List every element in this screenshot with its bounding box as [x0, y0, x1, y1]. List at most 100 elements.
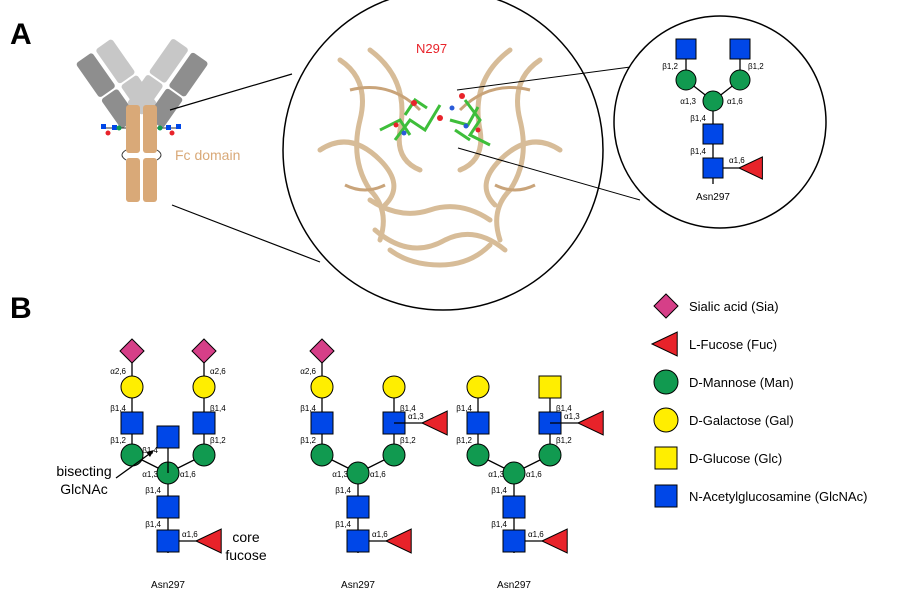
- glcnac-icon: [729, 38, 751, 60]
- fucose-icon: [420, 410, 448, 436]
- nacetylglucosamine-legend-icon: [654, 484, 678, 508]
- fucose-icon: [540, 528, 568, 554]
- fc-structure-image: [282, 0, 604, 311]
- mannose-icon: [346, 461, 370, 485]
- dmannose-legend-icon: [653, 369, 679, 395]
- link-label: α1,3: [564, 412, 580, 421]
- link-label: β1,4: [110, 404, 126, 413]
- link-label: β1,4: [456, 404, 472, 413]
- sialic-acid-icon: [191, 338, 217, 364]
- link-label: β1,2: [748, 62, 764, 71]
- link-label: β1,4: [491, 486, 507, 495]
- fucose-icon: [737, 156, 763, 180]
- bisecting-arrow: [115, 451, 153, 479]
- link-label: α2,6: [110, 367, 126, 376]
- zoom-line-glycan-top: [456, 65, 639, 91]
- link-label: β1,4: [335, 520, 351, 529]
- link-label: α1,6: [182, 530, 198, 539]
- link-label: α1,3: [408, 412, 424, 421]
- antibody-icon: [76, 39, 208, 202]
- glcnac-icon: [156, 529, 180, 553]
- legend-label: L-Fucose (Fuc): [689, 337, 777, 352]
- asn-label: Asn297: [341, 580, 375, 590]
- galactose-icon: [120, 375, 144, 399]
- galactose-icon: [382, 375, 406, 399]
- link-label: β1,2: [110, 436, 126, 445]
- core-label-line1: core: [232, 529, 259, 545]
- panel-a-letter: A: [10, 18, 32, 51]
- bisecting-label-line2: GlcNAc: [60, 481, 107, 497]
- mannose-icon: [466, 443, 490, 467]
- glcnac-icon: [702, 157, 724, 179]
- link-label: β1,4: [491, 520, 507, 529]
- link-label: α1,6: [528, 530, 544, 539]
- link-label: α1,3: [142, 470, 158, 479]
- glcnac-icon: [346, 529, 370, 553]
- glcnac-icon: [346, 495, 370, 519]
- link-label: β1,2: [300, 436, 316, 445]
- glcnac-icon: [466, 411, 490, 435]
- zoom-line-top: [169, 73, 293, 111]
- mannose-icon: [382, 443, 406, 467]
- dglucose-legend-icon: [654, 446, 678, 470]
- link-label: α1,3: [488, 470, 504, 479]
- link-label: β1,2: [662, 62, 678, 71]
- fc-chain-right: [143, 105, 157, 153]
- fucose-icon: [384, 528, 412, 554]
- core-label-line2: fucose: [225, 547, 266, 563]
- mannose-icon: [192, 443, 216, 467]
- glycan-zoom-circle: [613, 15, 827, 229]
- link-label: α2,6: [210, 367, 226, 376]
- bisecting-label-line1: bisecting: [56, 463, 111, 479]
- lfucose-legend-icon: [650, 331, 678, 357]
- sialic-acid-icon: [119, 338, 145, 364]
- sialic-legend-icon: [653, 293, 679, 319]
- link-label: β1,4: [335, 486, 351, 495]
- bisecting-glcnac-icon: [156, 425, 180, 449]
- galactose-icon: [192, 375, 216, 399]
- glcnac-icon: [310, 411, 334, 435]
- link-label: β1,4: [300, 404, 316, 413]
- glucose-icon: [538, 375, 562, 399]
- link-label: β1,4: [142, 446, 158, 455]
- link-label: β1,4: [210, 404, 226, 413]
- mannose-icon: [729, 69, 751, 91]
- asn-label: Asn297: [151, 580, 185, 590]
- link-label: β1,2: [556, 436, 572, 445]
- mannose-icon: [310, 443, 334, 467]
- glcnac-icon: [702, 123, 724, 145]
- legend-label: D-Galactose (Gal): [689, 413, 794, 428]
- panel-b-letter: B: [10, 292, 32, 325]
- mannose-icon: [120, 443, 144, 467]
- fc-chain-left: [126, 105, 140, 153]
- glcnac-icon: [675, 38, 697, 60]
- fucose-icon: [194, 528, 222, 554]
- link-label: β1,4: [400, 404, 416, 413]
- galactose-icon: [310, 375, 334, 399]
- glycan-structure-1: Asn297 β1,4 β1,4 α1,6 α1,3 α1,6 β1,2 β1,2 β1,4 β1…: [110, 338, 226, 590]
- link-label: β1,2: [456, 436, 472, 445]
- mannose-icon: [538, 443, 562, 467]
- glcnac-icon: [192, 411, 216, 435]
- link-label: α1,6: [180, 470, 196, 479]
- fc-domain-label: Fc domain: [175, 147, 240, 163]
- link-label: β1,4: [690, 114, 706, 123]
- link-label: β1,2: [400, 436, 416, 445]
- mannose-icon: [702, 90, 724, 112]
- link-label: α2,6: [300, 367, 316, 376]
- zoom-line-glycan-bottom: [457, 147, 641, 201]
- fc-glycan-right: [157, 124, 181, 136]
- galactose-icon: [466, 375, 490, 399]
- legend-label: D-Glucose (Glc): [689, 451, 782, 466]
- glcnac-icon: [156, 495, 180, 519]
- legend: Sialic acid (Sia)L-Fucose (Fuc)D-Mannose…: [650, 293, 867, 508]
- link-label: β1,4: [556, 404, 572, 413]
- link-label: β1,4: [690, 147, 706, 156]
- link-label: β1,2: [210, 436, 226, 445]
- link-label: α1,6: [727, 97, 743, 106]
- glcnac-icon: [120, 411, 144, 435]
- link-label: β1,4: [145, 520, 161, 529]
